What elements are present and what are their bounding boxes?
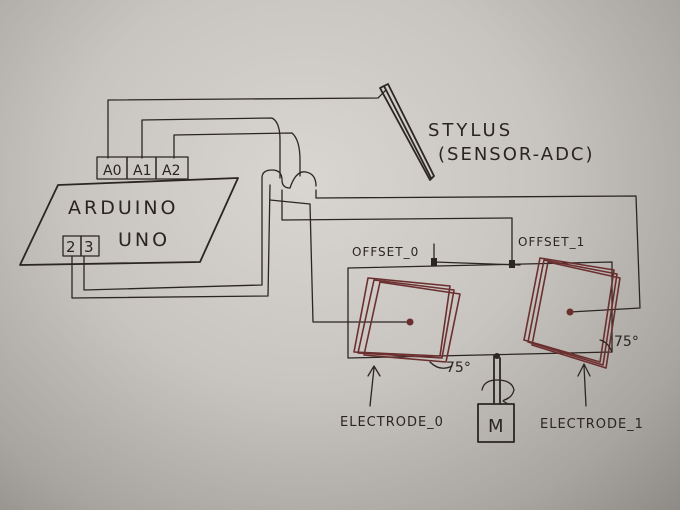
electrode-1-plate <box>523 257 621 369</box>
wire-a0-to-stylus <box>107 89 387 159</box>
pin-a0-label: A0 <box>103 163 121 179</box>
stylus-tip <box>383 85 432 179</box>
electrode-0-label: ELECTRODE_0 <box>340 415 444 430</box>
wire-offset0 <box>433 243 521 266</box>
arrow-electrode-0 <box>367 365 381 407</box>
angle-arc-left <box>429 361 453 369</box>
arduino-board <box>19 177 239 266</box>
motor-label: M <box>488 416 504 437</box>
wire-to-electrode1 <box>315 189 641 313</box>
motor-box <box>477 403 515 443</box>
stylus-label: STYLUS <box>428 120 513 141</box>
angle-arc-right <box>599 339 613 353</box>
offset-0-mark <box>431 258 437 266</box>
electrode-0-plate <box>353 277 461 363</box>
offset-1-mark <box>509 260 515 268</box>
electrode-1-label: ELECTRODE_1 <box>540 417 644 432</box>
wire-to-electrode0 <box>269 199 411 323</box>
stylus-sub-label: (SENSOR-ADC) <box>438 144 595 165</box>
rotation-arrow-icon <box>481 379 515 405</box>
wire-loop-down <box>83 177 263 291</box>
pin-a1-label: A1 <box>133 163 151 179</box>
wire-pin3 <box>71 184 271 299</box>
board-name-line1: ARDUINO <box>68 197 179 219</box>
wire-crossover-loops <box>261 169 317 189</box>
offset-0-label: OFFSET_0 <box>352 245 419 259</box>
offset-1-label: OFFSET_1 <box>518 235 585 249</box>
pin-2-label: 2 <box>66 238 76 256</box>
wire-a1 <box>141 117 281 179</box>
stylus-probe <box>379 83 435 181</box>
arrow-electrode-1 <box>577 363 591 407</box>
wire-a2 <box>173 132 301 177</box>
pin-a2-label: A2 <box>162 163 180 179</box>
motor-shaft-top <box>494 353 500 359</box>
angle-right-label: 75° <box>614 334 639 350</box>
angle-left-label: 75° <box>446 360 471 376</box>
pin-3-label: 3 <box>84 238 94 256</box>
wire-to-offset1 <box>281 189 513 266</box>
board-name-line2: UNO <box>118 229 170 251</box>
